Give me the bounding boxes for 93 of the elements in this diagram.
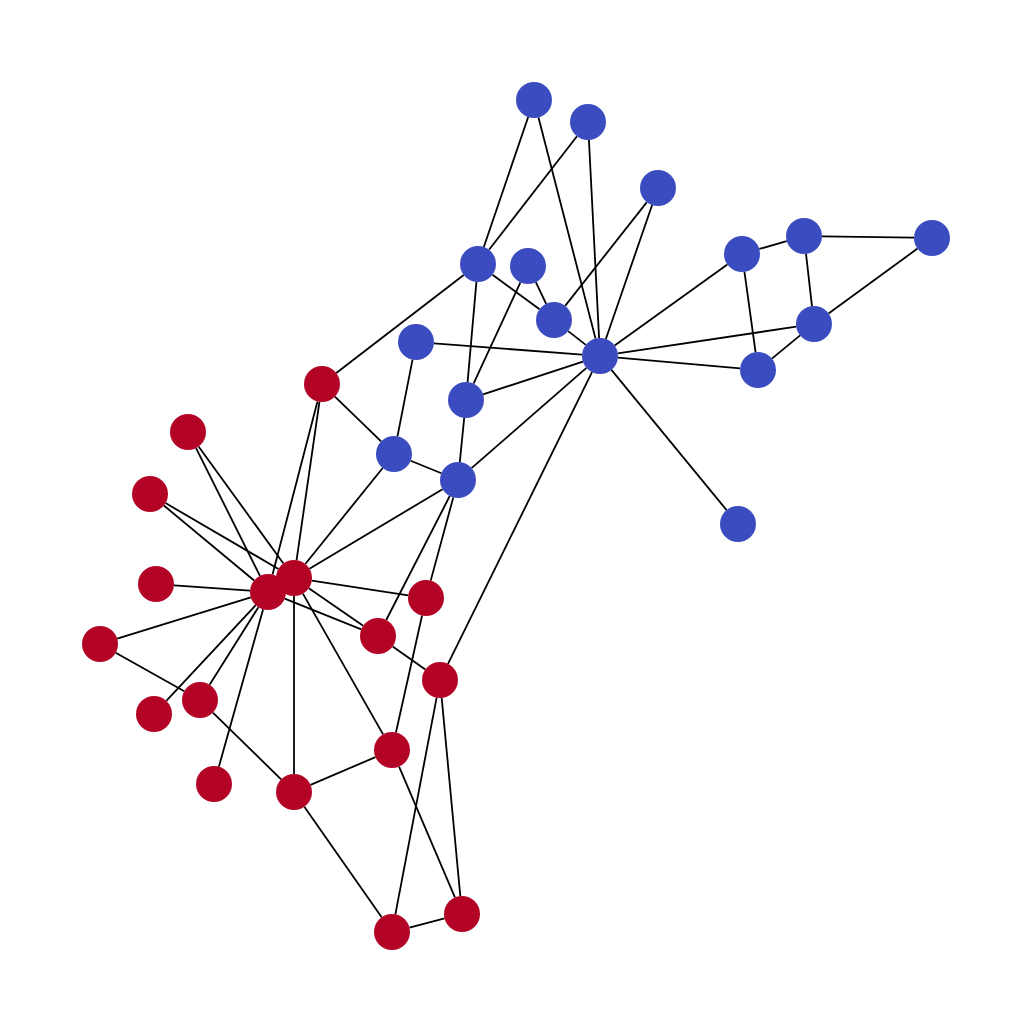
circle-node [640,170,676,206]
edge-line [334,395,382,443]
edge-line [610,369,728,511]
edge-line [440,697,462,897]
edge-line [482,360,584,396]
circle-node [132,476,168,512]
circle-node [786,218,822,254]
circle-node [170,414,206,450]
circle-node [516,82,552,118]
edge-line [164,502,280,570]
edge-line [302,592,384,736]
edge-line [482,116,530,248]
circle-node [196,766,232,802]
edge-line [335,274,465,374]
circle-node [398,324,434,360]
edge-line [208,606,260,686]
edge-line [588,139,600,339]
edge-line [488,135,578,251]
edge-line [283,597,363,631]
edge-line [308,488,444,570]
edge-line [271,400,319,576]
circle-node [422,662,458,698]
edge-line [309,756,377,786]
edge-line [771,334,801,360]
edge-line [173,584,251,592]
edge-line [472,281,522,385]
edge-line [295,400,321,562]
edge-line [116,596,252,640]
circle-node [720,506,756,542]
edge-line [304,467,384,565]
circle-node [440,462,476,498]
edge-line [303,805,383,919]
edge-line [409,459,443,475]
edge-line [394,696,438,916]
edge-line [616,325,798,355]
circle-node [444,896,480,932]
circle-node [408,580,444,616]
edge-line [758,240,788,250]
edge-line [613,263,729,347]
circle-node [582,338,618,374]
edge-line [805,253,813,307]
edge-line [433,342,583,356]
edge-line [310,579,410,597]
circle-node [374,914,410,950]
circle-node [182,682,218,718]
circle-node [136,696,172,732]
edge-line [114,651,186,693]
edge-line [743,270,757,354]
edge-line [307,587,365,627]
edge-line [534,281,548,305]
edge-line [197,445,285,565]
edge-line [395,614,423,734]
circle-node [740,352,776,388]
circle-node [360,618,396,654]
edge-line [491,273,541,311]
circle-node [510,248,546,284]
circle-node [536,302,572,338]
edge-line [165,604,257,702]
circle-node [724,236,760,272]
edge-line [217,608,265,768]
edge-line [293,595,295,775]
circle-node [376,436,412,472]
edge-line [385,495,451,621]
edge-line [827,247,919,315]
edge-line [458,417,466,463]
edge-line [604,204,654,340]
edge-line [398,765,456,899]
edge-line [408,917,446,929]
edge-line [162,504,256,582]
edge-line [537,116,597,340]
edge-line [211,711,283,781]
circle-node [448,382,484,418]
edge-line [567,330,587,346]
edge-line [470,366,588,470]
edge-line [466,281,478,383]
circle-node [374,732,410,768]
circle-node [82,626,118,662]
circle-node [914,220,950,256]
edge-line [617,356,741,370]
circle-node [570,104,606,140]
circle-node [460,246,496,282]
circle-node [796,306,832,342]
circle-node [138,566,174,602]
edge-line [564,201,648,307]
circle-node [276,774,312,810]
edge-line [391,645,427,671]
edge-line [429,496,455,582]
circle-node [304,366,340,402]
edge-line [821,235,915,239]
edge-line [447,371,593,665]
edge-line [195,447,261,577]
circle-node [250,574,286,610]
edge-line [396,358,414,438]
